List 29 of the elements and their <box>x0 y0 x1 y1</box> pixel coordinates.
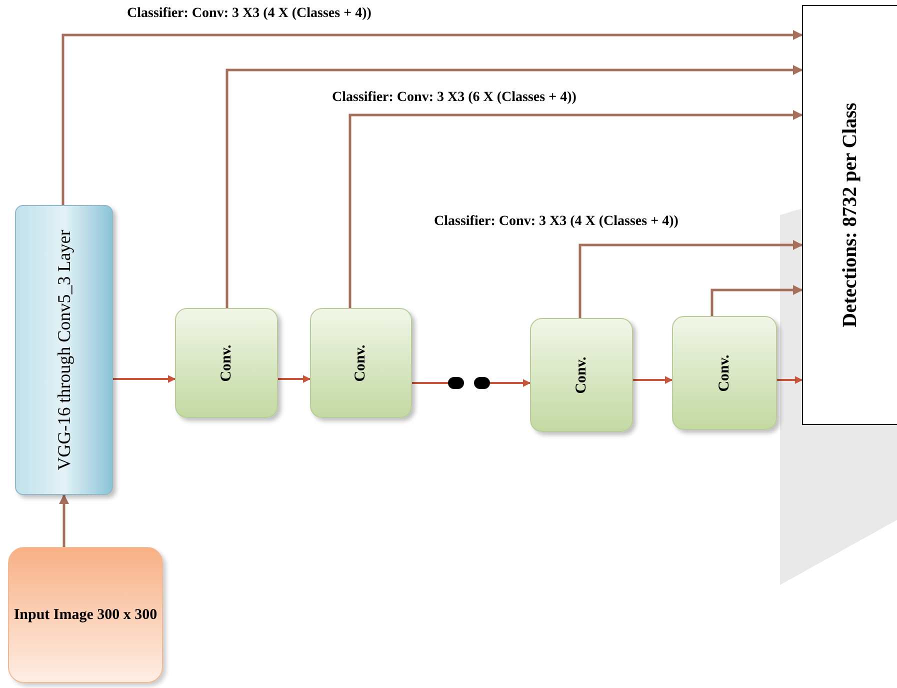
arrow <box>113 375 176 383</box>
node-label: Conv. <box>352 344 370 382</box>
arrow <box>578 240 803 318</box>
node-label: Conv. <box>572 356 590 394</box>
arrow <box>633 376 673 384</box>
edge-label: Classifier: Conv: 3 X3 (4 X (Classes + 4)) <box>432 214 680 230</box>
edge-label: Classifier: Conv: 3 X3 (4 X (Classes + 4)) <box>125 6 374 22</box>
process-box <box>672 316 777 430</box>
arrow <box>62 30 803 205</box>
arrow <box>777 376 803 384</box>
node-label: Input Image 300 x 300 <box>14 606 158 625</box>
process-box <box>15 205 113 495</box>
arrow <box>710 285 803 316</box>
arrow <box>348 110 803 308</box>
process-box <box>310 308 412 418</box>
ellipsis-dots <box>448 376 490 390</box>
arrow <box>278 375 311 383</box>
arrow <box>490 379 531 387</box>
node-label: VGG-16 through Conv5_3 Layer <box>53 228 75 472</box>
arrow <box>59 494 69 547</box>
node-label: Detections: 8732 per Class <box>838 102 862 330</box>
process-box <box>8 547 163 683</box>
process-box <box>802 5 897 425</box>
node-label: Conv. <box>217 344 236 382</box>
node-label: Conv. <box>715 354 734 392</box>
process-box <box>175 308 278 418</box>
process-box <box>530 318 633 432</box>
arrow <box>226 65 803 308</box>
edge-label: Classifier: Conv: 3 X3 (6 X (Classes + 4)) <box>330 90 578 106</box>
